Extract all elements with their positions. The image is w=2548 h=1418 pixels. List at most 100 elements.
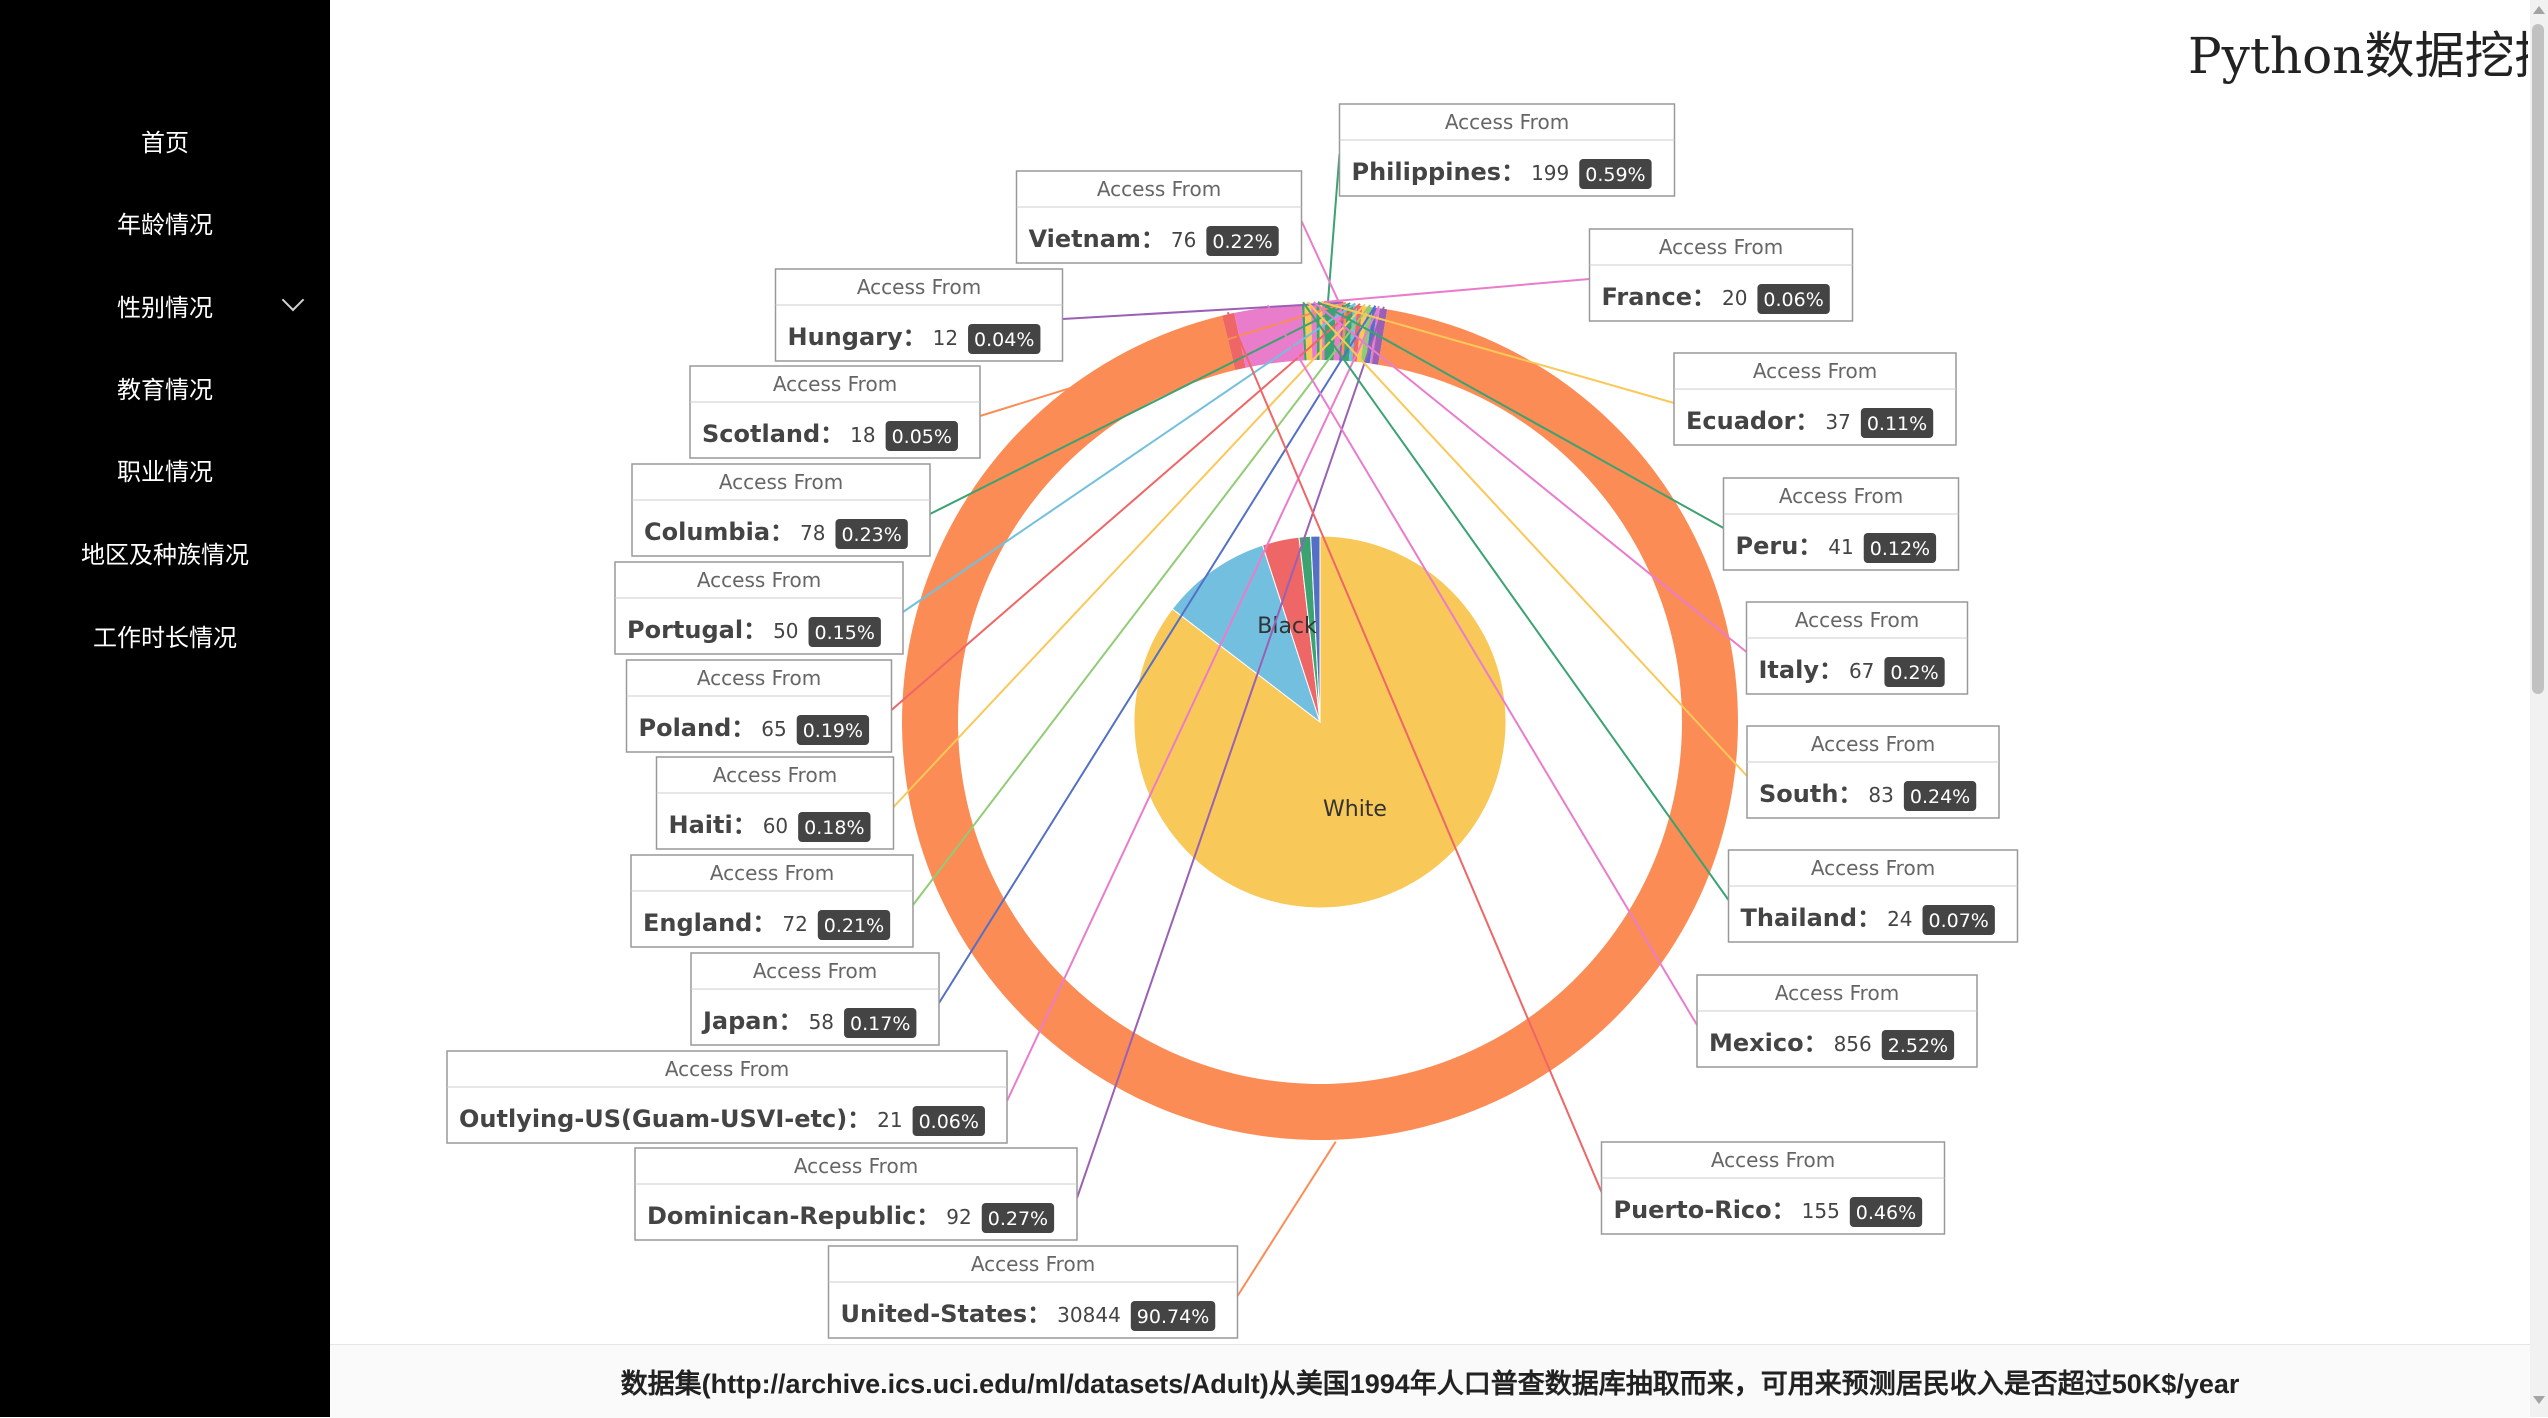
tooltip-country-name: Japan bbox=[701, 1007, 779, 1035]
inner-pie-slice[interactable] bbox=[1171, 544, 1321, 724]
donut-slice[interactable] bbox=[1341, 304, 1348, 361]
tooltip-separator: ： bbox=[1772, 1196, 1796, 1224]
menu-item-age[interactable]: 年龄情况 bbox=[0, 187, 330, 257]
tooltip-separator: ： bbox=[1838, 780, 1862, 808]
tooltip-separator: ： bbox=[916, 1202, 940, 1230]
tooltip-country-name: Poland bbox=[639, 714, 732, 742]
tooltip-percent-badge bbox=[1206, 226, 1279, 256]
menu-item-work-hours[interactable]: 工作时长情况 bbox=[0, 600, 330, 670]
tooltip-country-name: Philippines bbox=[1352, 158, 1502, 186]
tooltip-country-name: Haiti bbox=[669, 811, 733, 839]
leader-line bbox=[1317, 301, 1724, 529]
tooltip-percent-badge bbox=[912, 1106, 985, 1136]
tooltip-percent: 0.59% bbox=[1585, 164, 1645, 186]
leader-line bbox=[892, 303, 1366, 808]
tooltip-series-name: Access From bbox=[1795, 608, 1919, 632]
tooltip-percent: 0.22% bbox=[1212, 231, 1272, 253]
tooltip-percent: 0.19% bbox=[803, 720, 863, 742]
donut-slice[interactable] bbox=[1301, 304, 1307, 361]
tooltip-callout: Access FromOutlying-US(Guam-USVI-etc)：21… bbox=[446, 1050, 1008, 1144]
tooltip-percent-badge bbox=[1922, 905, 1995, 935]
tooltip-percent-badge bbox=[1130, 1301, 1216, 1331]
tooltip-percent: 0.46% bbox=[1856, 1202, 1916, 1224]
tooltip-series-name: Access From bbox=[697, 666, 821, 690]
tooltip-percent: 0.27% bbox=[988, 1208, 1048, 1230]
leader-line bbox=[890, 303, 1361, 711]
tooltip-value: 72 bbox=[782, 912, 807, 936]
tooltip-separator: ： bbox=[1692, 283, 1716, 311]
leader-line bbox=[1300, 220, 1340, 303]
inner-pie-label: Black bbox=[1257, 614, 1317, 639]
tooltip-country-name: South bbox=[1759, 780, 1838, 808]
inner-pie-slice[interactable] bbox=[1310, 535, 1321, 723]
tooltip-percent: 0.15% bbox=[815, 622, 875, 644]
tooltip-separator: ： bbox=[1798, 532, 1822, 560]
donut-slice[interactable] bbox=[1360, 306, 1373, 363]
tooltip-series-name: Access From bbox=[1445, 110, 1569, 134]
tooltip-value: 60 bbox=[763, 814, 788, 838]
leader-line bbox=[1226, 311, 1603, 1193]
tooltip-separator: ： bbox=[1795, 407, 1819, 435]
tooltip-series-name: Access From bbox=[1659, 235, 1783, 259]
tooltip-percent: 0.06% bbox=[919, 1111, 979, 1133]
tooltip-percent-badge bbox=[981, 1203, 1055, 1233]
tooltip-country-name: Thailand bbox=[1741, 904, 1858, 932]
tooltip-percent-badge bbox=[1849, 1197, 1923, 1227]
scroll-up-arrow-icon[interactable] bbox=[2533, 6, 2545, 14]
tooltip-percent: 0.04% bbox=[974, 329, 1034, 351]
tooltip-percent: 0.07% bbox=[1929, 910, 1989, 932]
menu-item-label: 年龄情况 bbox=[117, 210, 213, 239]
menu-item-gender[interactable]: 性别情况 bbox=[0, 270, 330, 340]
vertical-scrollbar[interactable] bbox=[2530, 0, 2548, 1417]
tooltip-separator: ： bbox=[1141, 225, 1165, 253]
tooltip-series-name: Access From bbox=[1775, 981, 1899, 1005]
donut-slice[interactable] bbox=[1234, 304, 1305, 368]
tooltip-value: 155 bbox=[1802, 1199, 1840, 1223]
tooltip-country-name: Ecuador bbox=[1686, 407, 1796, 435]
sidebar-nav: 首页年龄情况性别情况教育情况职业情况地区及种族情况工作时长情况 bbox=[0, 0, 330, 1417]
menu-item-home[interactable]: 首页 bbox=[0, 105, 330, 175]
menu-item-occupation[interactable]: 职业情况 bbox=[0, 434, 330, 504]
tooltip-value: 18 bbox=[850, 423, 875, 447]
tooltip-percent-badge bbox=[1863, 533, 1937, 563]
scroll-down-arrow-icon[interactable] bbox=[2533, 1396, 2545, 1404]
tooltip-value: 30844 bbox=[1057, 1303, 1121, 1327]
tooltip-value: 65 bbox=[761, 717, 786, 741]
tooltip-value: 78 bbox=[800, 521, 825, 545]
tooltip-series-name: Access From bbox=[857, 275, 981, 299]
tooltip-value: 67 bbox=[1849, 659, 1874, 683]
tooltip-country-name: Peru bbox=[1736, 532, 1799, 560]
tooltip-percent: 0.05% bbox=[892, 426, 952, 448]
menu-item-education[interactable]: 教育情况 bbox=[0, 352, 330, 422]
tooltip-series-name: Access From bbox=[1097, 177, 1221, 201]
menu-item-region-race[interactable]: 地区及种族情况 bbox=[0, 517, 330, 587]
scrollbar-thumb[interactable] bbox=[2532, 24, 2544, 694]
tooltip-series-name: Access From bbox=[1779, 484, 1903, 508]
leader-line bbox=[1306, 301, 1748, 777]
tooltip-percent-badge bbox=[1579, 159, 1652, 189]
tooltip-series-name: Access From bbox=[1811, 856, 1935, 880]
menu-item-label: 地区及种族情况 bbox=[81, 540, 249, 569]
tooltip-separator: ： bbox=[731, 714, 755, 742]
tooltip-country-name: Puerto-Rico bbox=[1614, 1196, 1772, 1224]
tooltip-country-name: France bbox=[1602, 283, 1692, 311]
inner-pie-label: White bbox=[1323, 797, 1387, 822]
donut-slice[interactable] bbox=[1222, 312, 1246, 371]
tooltip-percent-badge bbox=[1881, 1030, 1955, 1060]
tooltip-value: 76 bbox=[1171, 228, 1196, 252]
tooltip-separator: ： bbox=[1819, 656, 1843, 684]
tooltip-value: 83 bbox=[1868, 783, 1893, 807]
tooltip-percent: 0.24% bbox=[1910, 786, 1970, 808]
tooltip-percent-badge bbox=[1903, 781, 1977, 811]
